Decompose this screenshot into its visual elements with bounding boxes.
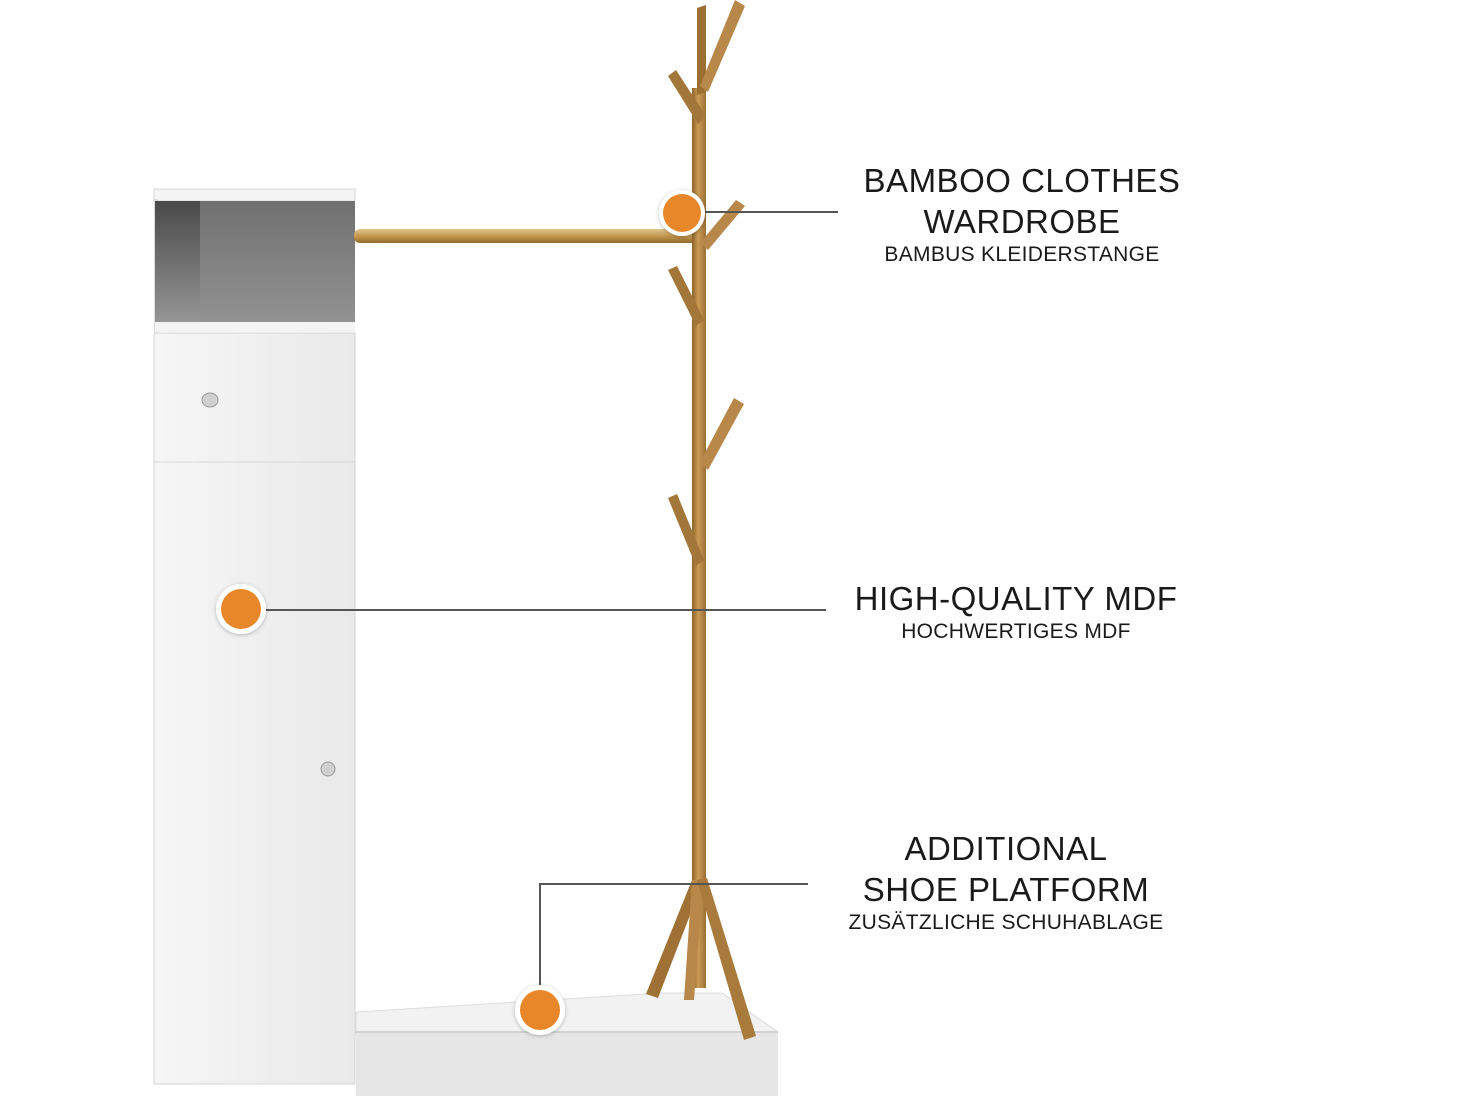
callout-bamboo-subtitle: BAMBUS KLEIDERSTANGE bbox=[884, 243, 1160, 266]
leg-right bbox=[697, 878, 756, 1040]
callout-bamboo-title-line1: BAMBOO CLOTHES bbox=[863, 162, 1181, 199]
marker-dots bbox=[216, 190, 705, 1035]
callout-bamboo-wardrobe: BAMBOO CLOTHES WARDROBE BAMBUS KLEIDERST… bbox=[842, 160, 1202, 268]
rail-bar bbox=[354, 229, 698, 243]
branch-top-right bbox=[700, 0, 745, 92]
callout-mdf-subtitle: HOCHWERTIGES MDF bbox=[901, 620, 1131, 643]
cabinet-door bbox=[153, 461, 356, 1085]
leg-center bbox=[684, 880, 703, 1000]
leader-lines bbox=[241, 211, 838, 1008]
marker-dot-bamboo-inner bbox=[663, 194, 701, 232]
branch-mid-left bbox=[668, 266, 704, 326]
marker-dot-mdf-inner bbox=[221, 589, 261, 629]
branch-upper-left bbox=[668, 70, 706, 124]
branch-lower-left bbox=[668, 494, 704, 566]
callout-shoe-title-line2: SHOE PLATFORM bbox=[862, 871, 1150, 908]
platform-top bbox=[355, 992, 780, 1035]
bamboo-clothes-rail bbox=[354, 229, 698, 243]
niche-bottom-edge bbox=[155, 322, 355, 332]
callout-shoe-title-line1: ADDITIONAL bbox=[904, 830, 1108, 867]
platform-front bbox=[356, 1032, 778, 1096]
niche-inner-wall bbox=[200, 201, 355, 321]
shoe-platform bbox=[355, 992, 780, 1096]
leader-line-shoe bbox=[539, 883, 808, 1008]
drawer-knob bbox=[201, 392, 219, 408]
callout-mdf-title: HIGH-QUALITY MDF bbox=[854, 580, 1178, 617]
leg-left bbox=[646, 880, 702, 998]
callout-high-quality-mdf: HIGH-QUALITY MDF HOCHWERTIGES MDF bbox=[836, 578, 1196, 645]
bamboo-tree-stand bbox=[646, 0, 756, 1040]
cabinet-top-panel bbox=[153, 188, 356, 202]
callout-shoe-platform: ADDITIONAL SHOE PLATFORM ZUSÄTZLICHE SCH… bbox=[826, 828, 1186, 936]
callout-bamboo-title-line2: WARDROBE bbox=[923, 203, 1121, 240]
marker-dot-shoe-inner bbox=[520, 990, 560, 1030]
branch-upper-right bbox=[700, 200, 745, 250]
door-knob bbox=[320, 761, 336, 777]
branch-top-left bbox=[697, 5, 706, 95]
white-cabinet bbox=[153, 188, 356, 1085]
branch-mid-right bbox=[700, 398, 744, 470]
drawer-front bbox=[153, 332, 356, 465]
callout-shoe-subtitle: ZUSÄTZLICHE SCHUHABLAGE bbox=[848, 911, 1164, 934]
